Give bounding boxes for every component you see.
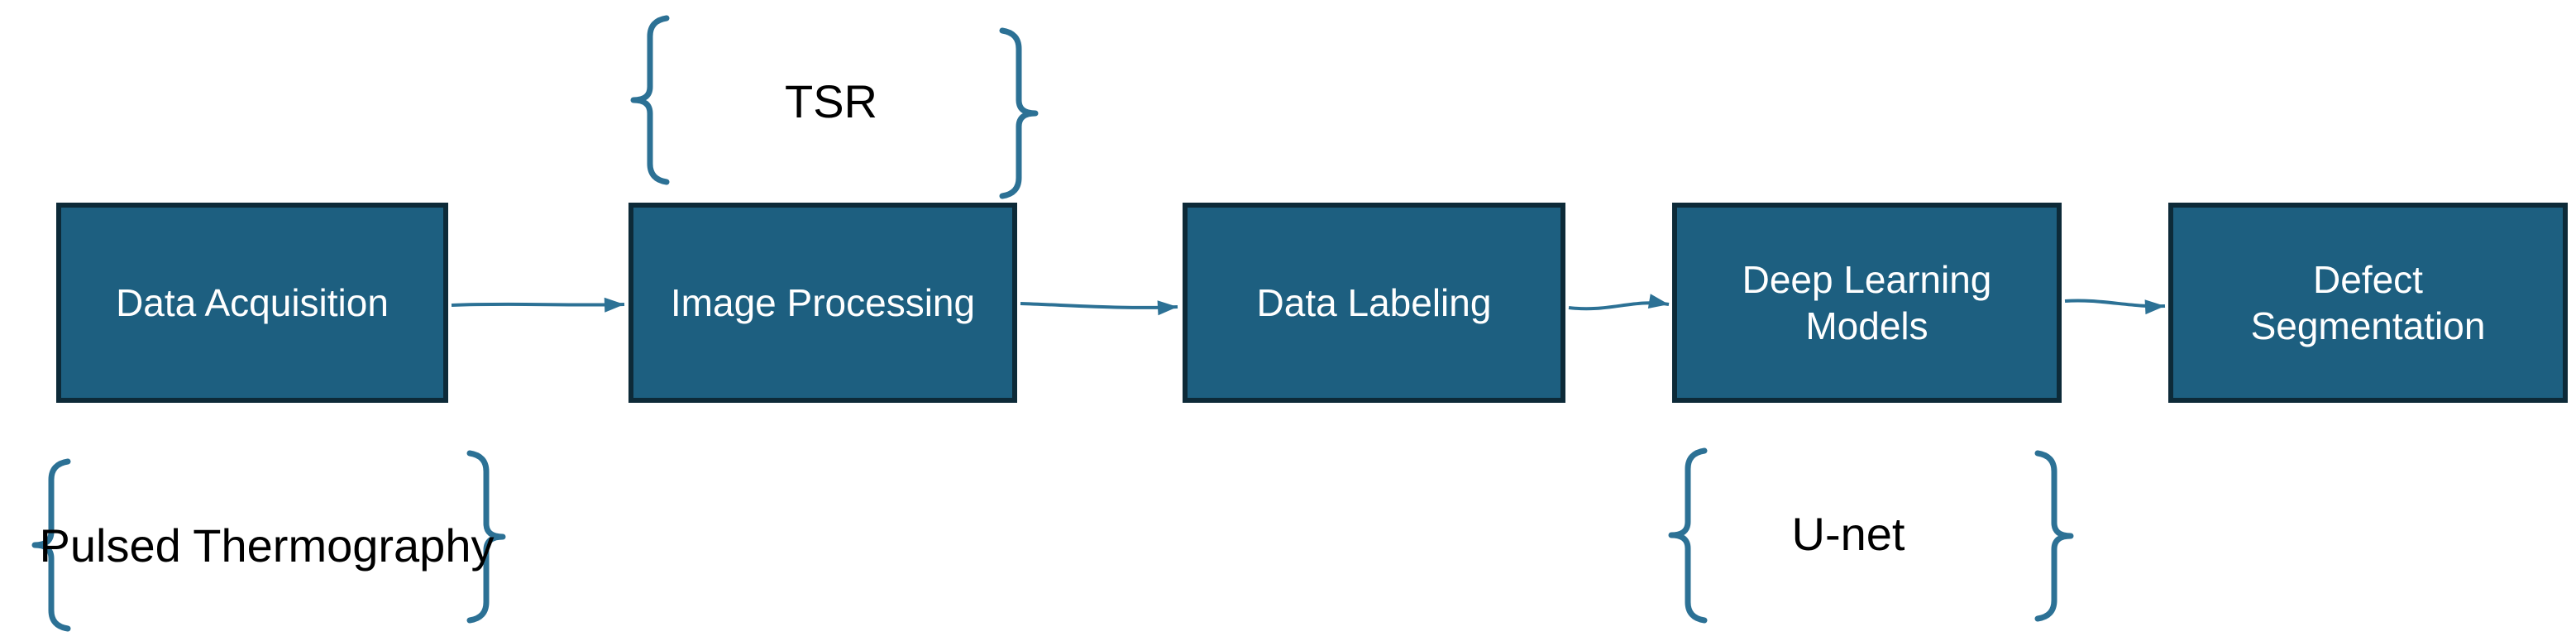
tsr-right-brace-icon bbox=[999, 27, 1039, 199]
node-label: Defect Segmentation bbox=[2250, 257, 2486, 347]
node-defect-segmentation: Defect Segmentation bbox=[2168, 203, 2568, 403]
annotation-label: TSR bbox=[785, 75, 877, 128]
node-deep-learning-models: Deep Learning Models bbox=[1672, 203, 2062, 403]
annotation-pulsed-thermography: Pulsed Thermography bbox=[37, 514, 496, 577]
unet-right-brace-icon bbox=[2034, 450, 2074, 622]
node-label: Data Labeling bbox=[1256, 280, 1492, 324]
annotation-label: Pulsed Thermography bbox=[39, 519, 495, 572]
annotation-unet: U-net bbox=[1683, 503, 2014, 566]
connector-arrow-4 bbox=[2064, 299, 2166, 315]
connector-arrow-3 bbox=[1568, 294, 1670, 311]
node-data-acquisition: Data Acquisition bbox=[56, 203, 448, 403]
node-label: Data Acquisition bbox=[116, 280, 389, 324]
connector-arrow-1 bbox=[451, 297, 625, 313]
annotation-tsr: TSR bbox=[662, 71, 1001, 132]
node-data-labeling: Data Labeling bbox=[1183, 203, 1565, 403]
node-image-processing: Image Processing bbox=[628, 203, 1017, 403]
annotation-label: U-net bbox=[1791, 508, 1905, 561]
connector-arrow-2 bbox=[1020, 300, 1178, 316]
node-label: Image Processing bbox=[670, 280, 976, 324]
node-label: Deep Learning Models bbox=[1742, 257, 1992, 347]
